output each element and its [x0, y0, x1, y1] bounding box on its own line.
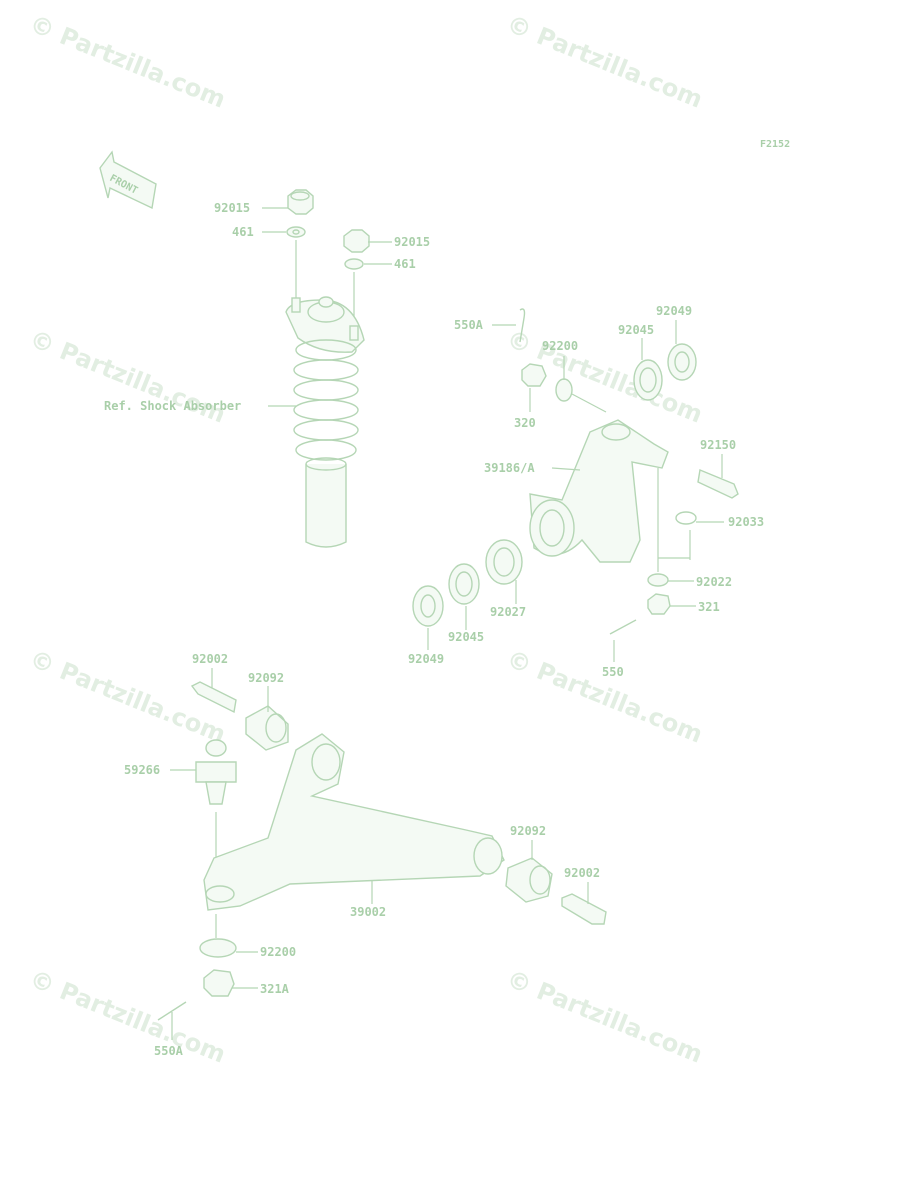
part-label: 550: [602, 665, 624, 679]
watermark: © Partzilla.com: [503, 10, 707, 114]
watermark: © Partzilla.com: [503, 645, 707, 749]
part-label: 92002: [192, 652, 228, 666]
part-label: 92049: [408, 652, 444, 666]
part-label: 92092: [510, 824, 546, 838]
part-label: 92022: [696, 575, 732, 589]
part-label: 321: [698, 600, 720, 614]
part-label: 92033: [728, 515, 764, 529]
part-label: 92200: [260, 945, 296, 959]
part-label: 92027: [490, 605, 526, 619]
part-label: 92045: [618, 323, 654, 337]
part-label: 92092: [248, 671, 284, 685]
part-label: 92002: [564, 866, 600, 880]
part-labels: 92015 461 92015 461 Ref. Shock Absorber …: [104, 201, 764, 1058]
watermark: © Partzilla.com: [26, 325, 230, 429]
part-label: 92049: [656, 304, 692, 318]
figure-code: F2152: [760, 139, 790, 150]
ref-label: Ref. Shock Absorber: [104, 399, 241, 413]
part-label: 92200: [542, 339, 578, 353]
leader-lines: [170, 207, 724, 1040]
part-label: 92015: [394, 235, 430, 249]
part-label: 461: [394, 257, 416, 271]
part-label: 92045: [448, 630, 484, 644]
part-label: 92015: [214, 201, 250, 215]
part-label: 550A: [454, 318, 484, 332]
steering-knuckle: [412, 308, 739, 635]
part-label: 92150: [700, 438, 736, 452]
shock-absorber: [285, 189, 370, 548]
part-label: 320: [514, 416, 536, 430]
part-label: 39186/A: [484, 461, 535, 475]
part-label: 39002: [350, 905, 386, 919]
part-label: 59266: [124, 763, 160, 777]
front-arrow-icon: FRONT: [99, 150, 157, 210]
watermark: © Partzilla.com: [26, 10, 230, 114]
watermark: © Partzilla.com: [503, 965, 707, 1069]
a-arm: [157, 681, 607, 1021]
part-label: 321A: [260, 982, 290, 996]
watermark: © Partzilla.com: [26, 965, 230, 1069]
part-label: 461: [232, 225, 254, 239]
part-label: 550A: [154, 1044, 184, 1058]
